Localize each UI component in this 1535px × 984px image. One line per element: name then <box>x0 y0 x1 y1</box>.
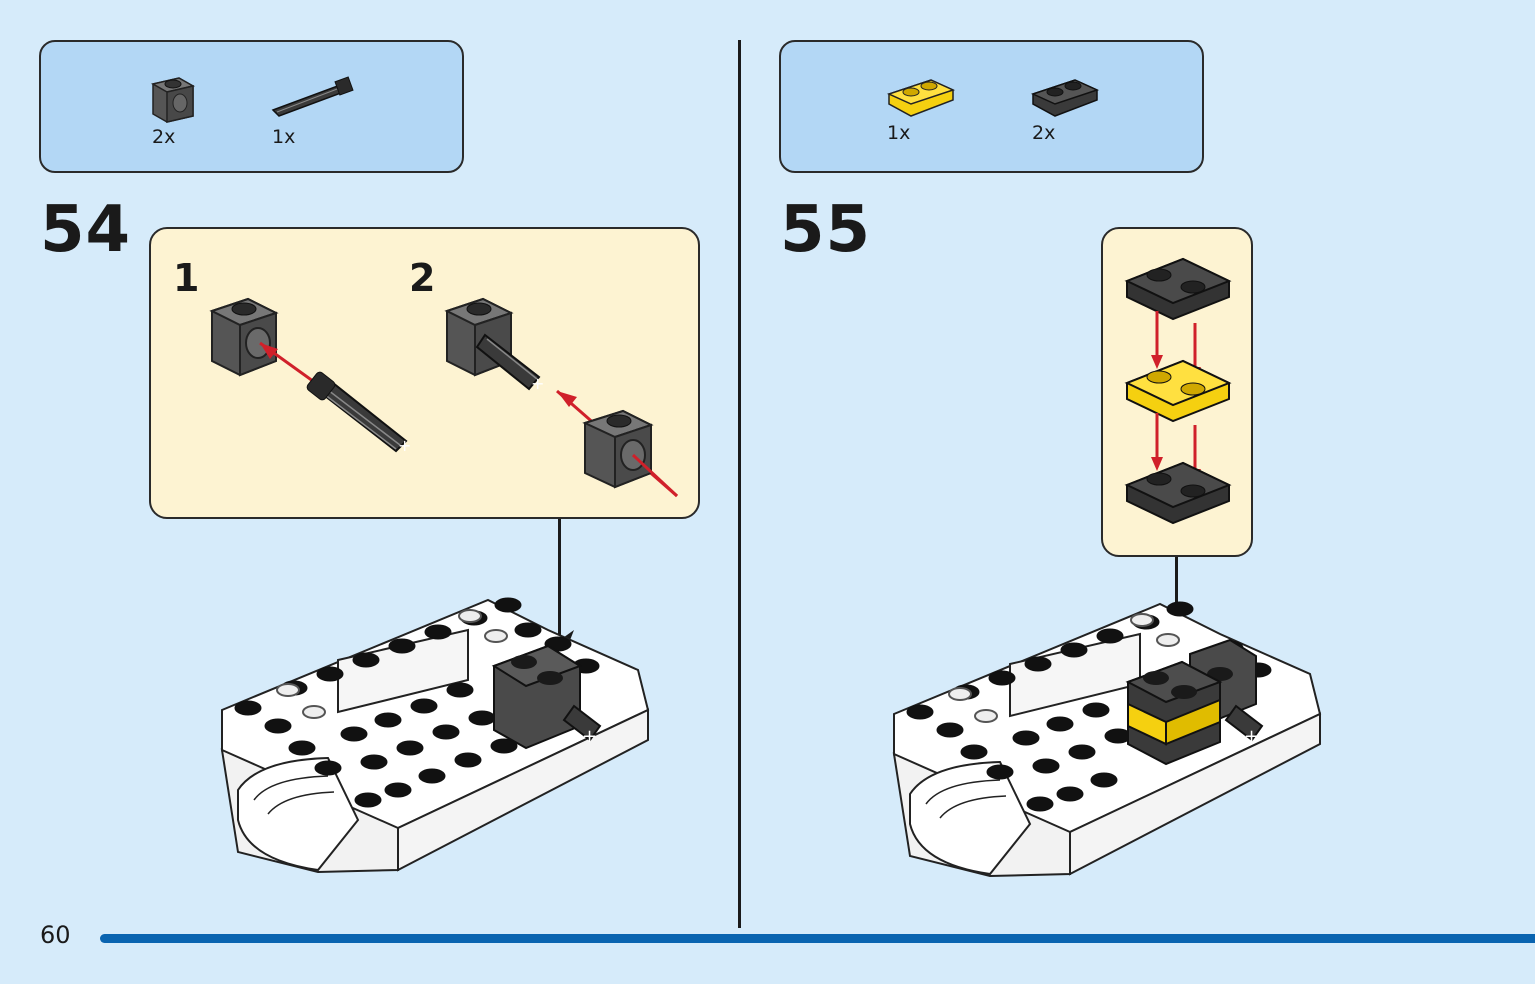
svg-text:+: + <box>1244 726 1259 747</box>
callout-connector-54 <box>558 519 561 639</box>
qty-technic-brick: 2x <box>152 126 176 148</box>
technic-brick-1x1-icon <box>150 77 196 123</box>
black-plate-1x2-icon <box>1030 79 1100 117</box>
page-number: 60 <box>40 921 71 949</box>
substep-2-illustration: + <box>444 297 679 498</box>
model-assembly-55: + <box>892 601 1322 878</box>
axle-with-stop-icon <box>271 76 354 117</box>
qty-black-plate: 2x <box>1032 122 1056 144</box>
substep-1-illustration: + <box>209 297 411 455</box>
plate-stack-illustration <box>1124 257 1232 525</box>
svg-text:+: + <box>531 374 544 393</box>
progress-bar <box>100 934 1535 943</box>
step-number-54: 54 <box>40 193 132 267</box>
svg-text:+: + <box>582 726 597 747</box>
svg-text:+: + <box>398 436 411 455</box>
substep-number-2: 2 <box>409 256 436 300</box>
page-divider <box>738 40 741 928</box>
substep-callout-55 <box>1101 227 1253 557</box>
substep-number-1: 1 <box>173 256 200 300</box>
substep-callout-54: 1 2 + + <box>149 227 700 519</box>
qty-yellow-plate: 1x <box>887 122 911 144</box>
yellow-plate-1x2-icon <box>886 79 956 117</box>
model-assembly-54: + <box>220 597 650 874</box>
qty-axle: 1x <box>272 126 296 148</box>
parts-box-step-55: 1x 2x <box>779 40 1204 173</box>
step-number-55: 55 <box>780 193 872 267</box>
parts-box-step-54: 2x 1x <box>39 40 464 173</box>
